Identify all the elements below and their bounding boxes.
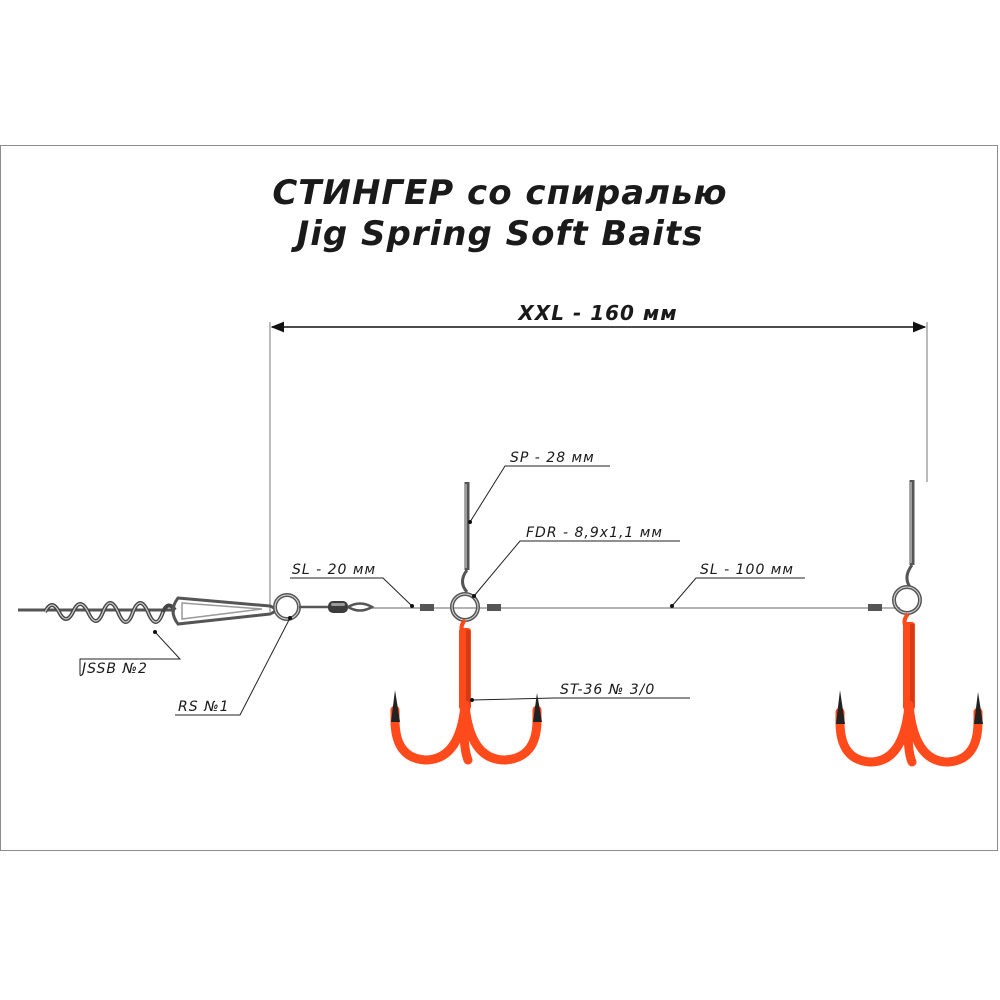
crimp-mid xyxy=(487,604,501,611)
spike-pin-1 xyxy=(461,482,470,594)
hook-1-shank-shade xyxy=(466,630,470,708)
corkscrew-spring xyxy=(18,601,177,624)
hook-2-shank-shade xyxy=(910,624,914,708)
hook-1-bend-center xyxy=(459,700,473,765)
swivel-loop xyxy=(347,602,375,612)
hook-1-bend-right xyxy=(460,700,542,765)
snap-outer xyxy=(171,596,277,626)
spike-pin-2-loop xyxy=(905,564,914,588)
label-st: ST-36 № 3/0 xyxy=(560,682,655,698)
hook-1-point-right xyxy=(533,693,542,722)
leader-dot-jssb xyxy=(153,630,157,634)
leader-dot-sl-long xyxy=(670,604,674,608)
crimp-short xyxy=(420,604,434,611)
hook-2-bend-right xyxy=(904,700,983,767)
leader-sp xyxy=(469,465,610,523)
split-ring-rs-highlight xyxy=(274,594,300,620)
label-sl-long: SL - 100 мм xyxy=(700,562,794,578)
snap-inner xyxy=(181,602,263,620)
leader-jssb xyxy=(79,631,182,675)
label-sl-short: SL - 20 мм xyxy=(292,562,376,578)
treble-hook-1 xyxy=(390,618,542,765)
leader-sl-short xyxy=(290,577,413,607)
hook-2-bend-left xyxy=(835,700,914,767)
leader-st xyxy=(471,697,690,701)
leader-dot-st xyxy=(470,698,474,702)
swivel-barrel xyxy=(328,601,348,613)
swivel xyxy=(299,601,375,613)
spike-pin-2 xyxy=(905,480,915,588)
dimension-label: XXL - 160 мм xyxy=(516,301,677,325)
leader-fdr xyxy=(473,540,680,597)
label-jssb: JSSB №2 xyxy=(79,661,148,677)
leader-dot-rs xyxy=(288,616,292,620)
leader-rs xyxy=(175,617,291,716)
spring-coil-highlight xyxy=(44,602,164,623)
label-sp: SP - 28 мм xyxy=(510,450,595,466)
title-line-2: Jig Spring Soft Baits xyxy=(296,214,704,254)
diagram-frame xyxy=(0,145,998,851)
title-line-1: СТИНГЕР со спиралью xyxy=(272,173,728,213)
label-rs: RS №1 xyxy=(178,699,230,715)
hook-1-bend-left xyxy=(390,700,470,765)
leader-dot-fdr xyxy=(472,594,476,598)
hook-2-bend-center xyxy=(903,700,917,767)
crimp-end xyxy=(868,604,882,611)
hook-2-point-left xyxy=(836,690,845,724)
treble-hook-2 xyxy=(835,612,983,767)
leader-dot-sl-short xyxy=(410,604,414,608)
leader-dot-sp xyxy=(468,520,472,524)
leader-dots xyxy=(153,520,674,702)
spike-pin-1-loop xyxy=(461,569,469,594)
callout-leaders xyxy=(79,465,805,716)
swivel-barrel-shine xyxy=(331,603,345,606)
hook-1-point-left xyxy=(391,690,400,722)
label-fdr: FDR - 8,9x1,1 мм xyxy=(526,525,663,541)
snap-clip xyxy=(171,596,277,626)
leader-sl-long xyxy=(671,577,805,607)
connector-ring-2-shine xyxy=(893,586,921,614)
dimension-xxl: XXL - 160 мм xyxy=(269,301,928,612)
hook-2-point-right xyxy=(974,692,983,724)
